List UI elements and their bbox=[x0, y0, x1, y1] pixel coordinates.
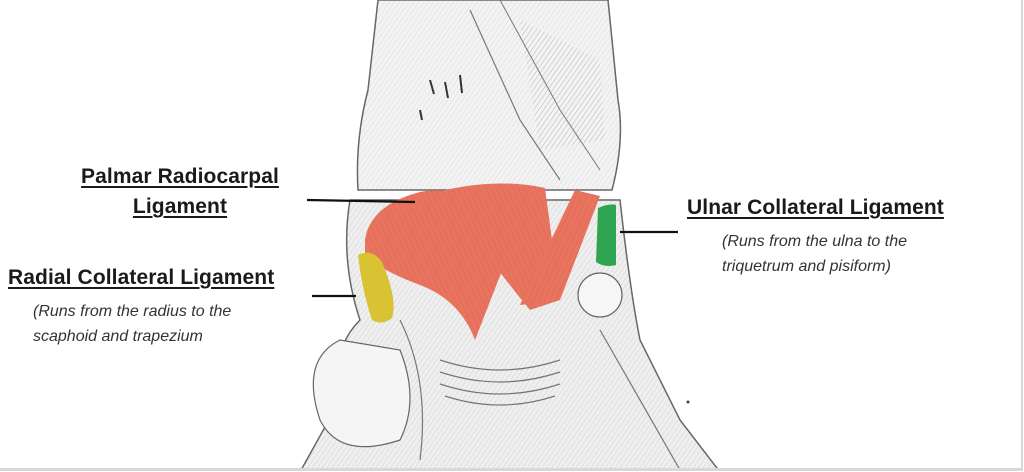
forearm-bones bbox=[356, 0, 622, 191]
radial-collateral-ligament bbox=[358, 252, 394, 323]
radial-collateral-title: Radial Collateral Ligament bbox=[8, 266, 275, 289]
ulnar-collateral-ligament bbox=[596, 204, 616, 266]
radial-collateral-desc-line1: (Runs from the radius to the bbox=[33, 303, 232, 320]
ulnar-collateral-desc-line1: (Runs from the ulna to the bbox=[722, 233, 907, 250]
palmar-radiocarpal-title-line1: Palmar Radiocarpal bbox=[81, 165, 279, 188]
ulnar-collateral-title: Ulnar Collateral Ligament bbox=[687, 196, 944, 219]
palmar-radiocarpal-label: Palmar Radiocarpal Ligament bbox=[60, 165, 300, 219]
leader-line-palmar-radiocarpal bbox=[306, 198, 416, 204]
palmar-radiocarpal-title-line2: Ligament bbox=[132, 195, 228, 218]
palmar-radiocarpal-ligament bbox=[365, 183, 600, 340]
radial-collateral-desc-line2: scaphoid and trapezium bbox=[33, 328, 203, 345]
ulnar-collateral-desc-line2: triquetrum and pisiform) bbox=[722, 258, 891, 275]
